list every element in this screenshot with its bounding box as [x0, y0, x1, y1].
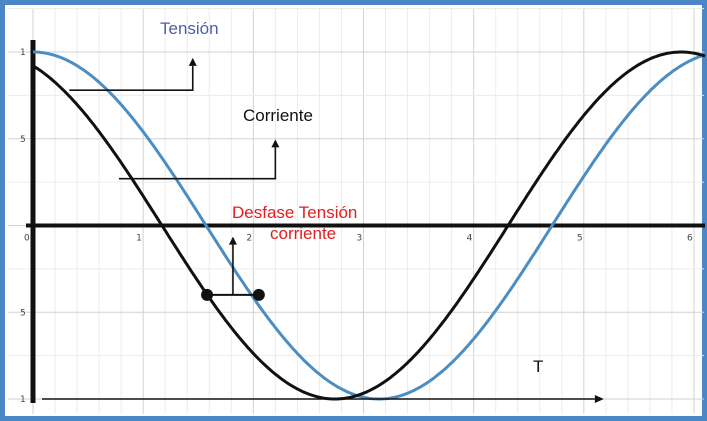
corriente-pointer-arrowhead: [271, 139, 280, 148]
phase-marker-dot-start: [201, 288, 214, 301]
y-tick-label: 5: [20, 135, 26, 145]
period-label: T: [533, 357, 543, 376]
tick-labels: 0 1 2 3 4 5 6 1 5 5 1: [20, 48, 693, 405]
x-tick-label: 0: [24, 234, 30, 244]
x-tick-label: 3: [356, 234, 362, 244]
x-tick-label: 6: [687, 234, 693, 244]
corriente-pointer: [118, 147, 277, 180]
x-tick-label: 4: [467, 234, 473, 244]
x-tick-label: 5: [577, 234, 583, 244]
series-corriente-line: [32, 50, 706, 401]
corriente-label: Corriente: [243, 106, 313, 125]
tension-pointer-arrowhead: [188, 57, 197, 66]
phase-marker-arrowhead: [228, 236, 237, 245]
period-arrowhead: [594, 395, 604, 403]
y-tick-label: 1: [20, 48, 26, 58]
x-tick-label: 1: [136, 234, 142, 244]
y-tick-label: 1: [20, 395, 26, 405]
y-tick-label: 5: [20, 308, 26, 318]
x-tick-label: 2: [246, 234, 252, 244]
phase-marker-dot-end: [252, 288, 265, 301]
desfase-label-line1: Desfase Tensión: [232, 203, 357, 222]
desfase-label-line2: corriente: [270, 224, 336, 243]
tension-pointer: [69, 65, 194, 91]
tension-label: Tensión: [160, 19, 219, 38]
